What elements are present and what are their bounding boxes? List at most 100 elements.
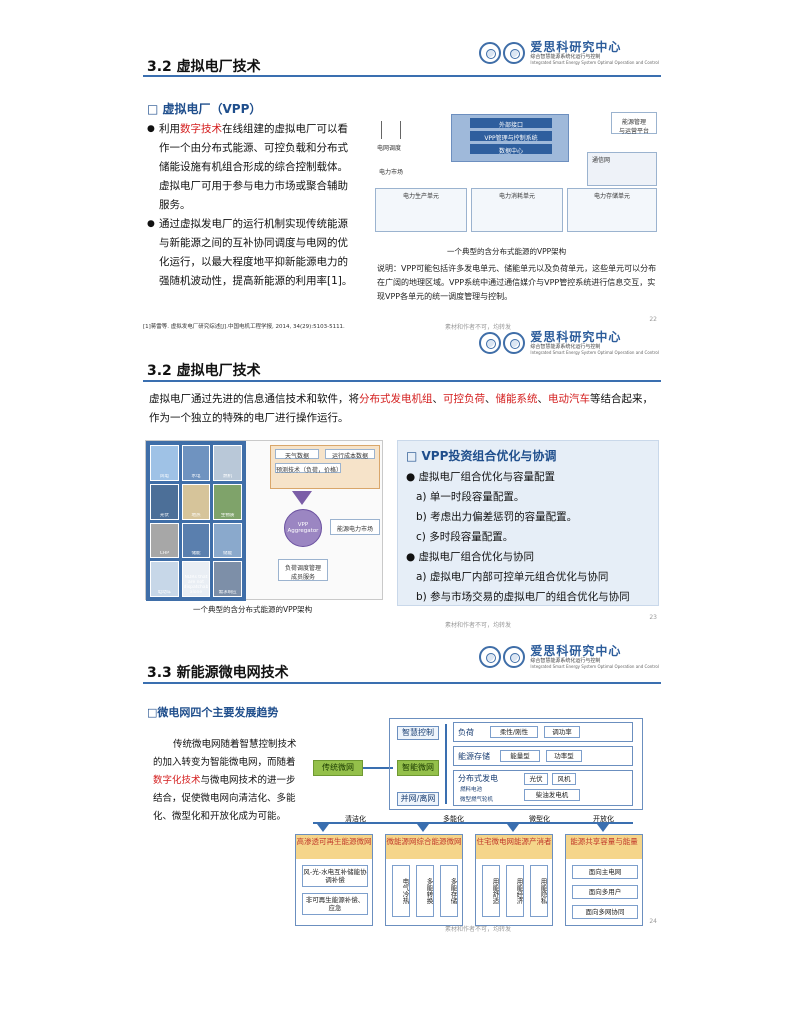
tile-label: 电动车 [157, 590, 172, 595]
seal-icon [503, 646, 526, 668]
resource-tile: 光伏 [150, 483, 179, 520]
vpp-optimization-panel: □ VPP投资组合优化与协调 ● 虚拟电厂组合优化与容量配置 a) 单一时段容量… [397, 440, 659, 606]
logo-name: 爱思科研究中心 [530, 644, 622, 658]
ops-box: 负荷调度管理 成员服务 [278, 559, 328, 581]
tile-label: 风电 [159, 473, 169, 479]
arrow-down-icon [507, 824, 519, 832]
tile-label: CHP [159, 551, 169, 557]
section-heading: □ 虚拟电厂（VPP） [147, 102, 262, 116]
vpp-top-layer: 外部接口 [470, 118, 552, 129]
trend-label: 清洁化 [345, 815, 366, 823]
resource-tile: 风电 [150, 445, 179, 481]
logo-sub: 综合智慧能源系统化运行与控制 [530, 54, 601, 60]
microgrid-trend-diagram: 传统微网 智慧控制 智能微网 并网/离网 负荷 柔性/刚性 调功率 能源存储 能… [293, 718, 659, 932]
vpp-architecture-diagram: 电网调度 电力市场 外部接口 VPP管理与控制系统 数据中心 能源管理 与运营平… [375, 112, 657, 242]
storage-row: 能源存储 能量型 功率型 [453, 746, 633, 766]
intro-paragraph: 虚拟电厂通过先进的信息通信技术和软件，将分布式发电机组、可控负荷、储能系统、电动… [149, 393, 653, 424]
tile-label: NDRs that are not dispatchable alone [183, 575, 209, 595]
trend-category: 微能源网综合能源微网 电气冷热 多能转换 多能存储 [385, 834, 463, 926]
vpp-mid-layer: VPP管理与控制系统 [470, 131, 552, 142]
logo: 爱思科研究中心 综合智慧能源系统化运行与控制 Integrated Smart … [479, 644, 659, 670]
connector [363, 767, 393, 769]
production-units: 电力生产单元 [375, 188, 467, 232]
bullet-list: 利用数字技术在线组建的虚拟电厂可以看作一个由分布式能源、可控负载和分布式储能设施… [147, 120, 355, 291]
panel-bullet: ● 虚拟电厂组合优化与协同 [406, 551, 534, 563]
watermark: 素材和作者不可，均转发 [445, 324, 512, 331]
tower-icon [381, 121, 401, 139]
trend-category: 高渗透可再生能源微网 风-光-水电互补储能协调补偿 非可再生能源补偿、应急 [295, 834, 373, 926]
resource-tile: 储能 [181, 522, 211, 559]
load-row: 负荷 柔性/刚性 调功率 [453, 722, 633, 742]
resource-tile: 水电 [181, 445, 211, 481]
tile-label: 储能 [191, 551, 201, 557]
resource-tile: 地热 [181, 483, 211, 520]
vpp-bottom-layer: 数据中心 [470, 144, 552, 155]
resource-tile: 需求响应 [213, 561, 242, 597]
trend-label: 开放化 [593, 815, 614, 823]
intro-paragraph: 传统微电网随着智慧控制技术的加入转变为智能微电网，而随着数字化技术与微电网技术的… [153, 739, 297, 822]
tile-label: 生物质 [220, 512, 235, 518]
diagram-caption: 一个典型的含分布式能源的VPP架构 [447, 247, 567, 256]
panel-item: a) 虚拟电厂内部可控单元组合优化与协同 [416, 571, 609, 583]
trend-label: 多能化 [443, 815, 464, 823]
resource-tile: CHP [150, 522, 179, 559]
page-number: 23 [649, 614, 657, 621]
logo-name: 爱思科研究中心 [530, 330, 622, 344]
title-rule [143, 75, 661, 77]
trend-category: 住宅微电网能源产消者 用能舒适 用能经济 用能隐私 [475, 834, 553, 926]
tile-label: 水电 [191, 473, 201, 479]
arrow-down-icon [292, 491, 312, 505]
logo-sub: 综合智慧能源系统化运行与控制 [530, 344, 601, 350]
panel-heading: □ VPP投资组合优化与协调 [406, 449, 557, 463]
slide-title: 3.2 虚拟电厂技术 [147, 59, 261, 75]
vpp-core: 外部接口 VPP管理与控制系统 数据中心 [451, 114, 569, 162]
logo: 爱思科研究中心 综合智慧能源系统化运行与控制 Integrated Smart … [479, 330, 659, 356]
trend-label: 微型化 [529, 815, 550, 823]
comm-network-box: 通信网 [587, 152, 657, 186]
seal-icon [503, 332, 526, 354]
traditional-microgrid: 传统微网 [313, 760, 363, 776]
slide-title: 3.2 虚拟电厂技术 [147, 363, 261, 379]
seal-icon [479, 332, 502, 354]
resource-tile: NDRs that are not dispatchable alone [181, 561, 211, 597]
smart-microgrid-frame [389, 718, 643, 810]
grid-island-box: 并网/离网 [397, 792, 439, 806]
market-label: 电力市场 [379, 169, 404, 176]
seal-icon [479, 646, 502, 668]
slide-title: 3.3 新能源微电网技术 [147, 665, 289, 681]
arrow-down-icon [317, 824, 329, 832]
slide-vpp-2: 爱思科研究中心 综合智慧能源系统化运行与控制 Integrated Smart … [143, 330, 661, 630]
title-rule [143, 682, 661, 684]
logo-en: Integrated Smart Energy System Optimal O… [530, 60, 659, 65]
page-number: 24 [649, 918, 657, 925]
panel-bullet: ● 虚拟电厂组合优化与容量配置 [406, 471, 555, 483]
resource-tile: 生物质 [213, 483, 242, 520]
trend-category: 能源共享容量与能量 面向主电网 面向多用户 面向多网协同 [565, 834, 643, 926]
page-number: 22 [649, 316, 657, 323]
arrow-down-icon [417, 824, 429, 832]
title-rule [143, 380, 661, 382]
panel-item: b) 考虑出力偏差惩罚的容量配置。 [416, 511, 578, 523]
arrow-down-icon [597, 824, 609, 832]
consumption-units: 电力消耗单元 [471, 188, 563, 232]
bullet-item: 利用数字技术在线组建的虚拟电厂可以看作一个由分布式能源、可控负载和分布式储能设施… [147, 120, 355, 215]
logo-name: 爱思科研究中心 [530, 40, 622, 54]
tile-label: 储能 [223, 551, 233, 557]
tile-label: 地热 [191, 512, 201, 518]
diagram-note: 说明：VPP可能包括许多发电单元、储能单元以及负荷单元，这些单元可以分布在广阔的… [377, 264, 657, 301]
panel-item: a) 单一时段容量配置。 [416, 491, 525, 503]
grid-label: 电网调度 [377, 145, 402, 152]
dg-row: 分布式发电 光伏 风机 燃料电池 微型燃气轮机 柴油发电机 [453, 770, 633, 806]
bullet-item: 通过虚拟发电厂的运行机制实现传统能源与新能源之间的互补协同调度与电网的优化运行，… [147, 215, 355, 291]
market-box: 能源电力市场 [330, 519, 380, 535]
section-heading: □微电网四个主要发展趋势 [147, 706, 279, 719]
resource-tile: 储能 [213, 522, 242, 559]
reference: [1]蒋雷等. 虚拟发电厂研究综述[J].中国电机工程学报, 2014, 34(… [143, 324, 345, 330]
logo-sub: 综合智慧能源系统化运行与控制 [530, 658, 601, 664]
slide-vpp-1: 爱思科研究中心 综合智慧能源系统化运行与控制 Integrated Smart … [143, 40, 661, 331]
watermark: 素材和作者不可，均转发 [445, 926, 512, 933]
energy-mgmt-box: 能源管理 与运营平台 [611, 112, 657, 135]
panel-item: c) 多时段容量配置。 [416, 531, 514, 543]
